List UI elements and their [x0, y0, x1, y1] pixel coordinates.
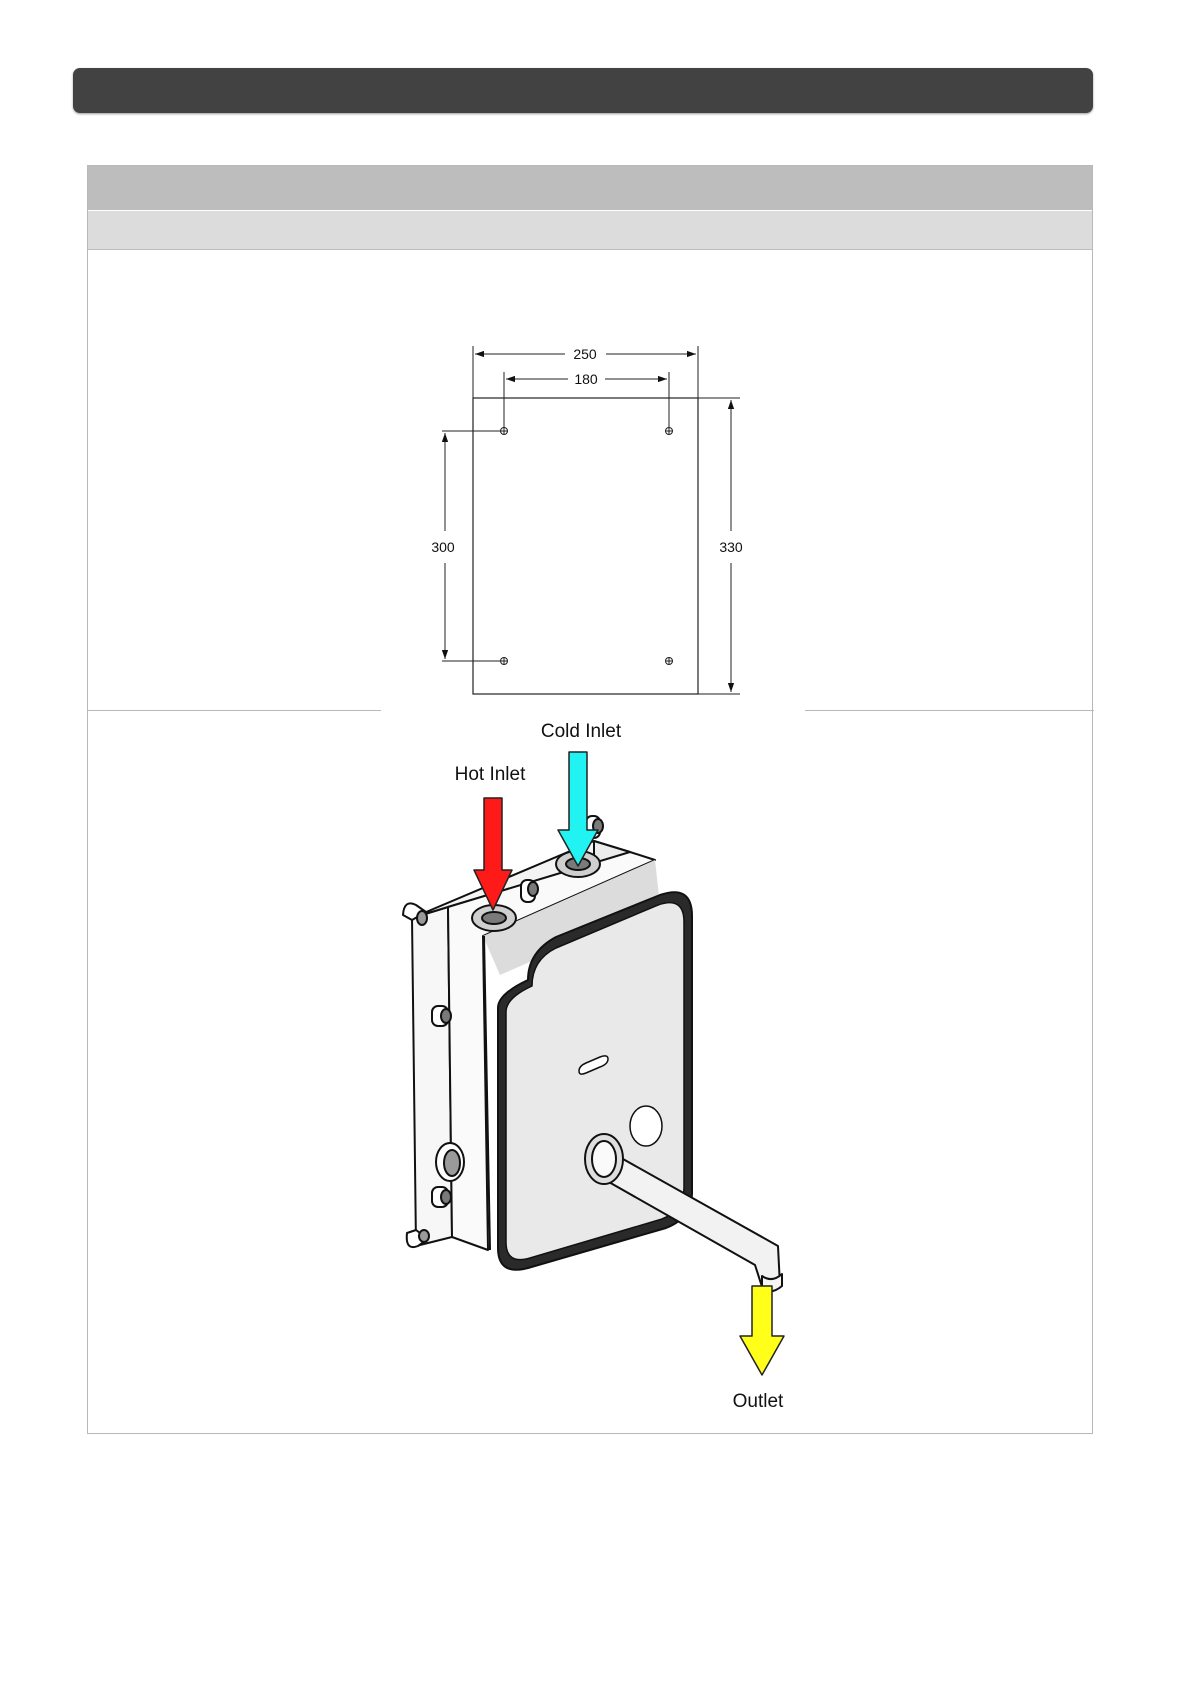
mounting-hole [500, 657, 508, 665]
side-boss [432, 1006, 451, 1026]
push-button [630, 1106, 662, 1146]
dim-label-overall-height: 330 [719, 539, 743, 555]
dim-label-overall-width: 250 [573, 346, 597, 362]
hot-inlet-label: Hot Inlet [455, 764, 526, 785]
mounting-holes [500, 427, 673, 665]
side-boss [432, 1187, 451, 1207]
side-port [436, 1143, 464, 1181]
top-boss [521, 880, 538, 902]
mounting-hole [665, 657, 673, 665]
mounting-hole [665, 427, 673, 435]
plate-outline [473, 398, 698, 694]
cold-inlet-label: Cold Inlet [541, 721, 622, 742]
outlet-arrow [740, 1286, 784, 1375]
dim-label-hole-spacing-height: 300 [431, 539, 455, 555]
mounting-hole [500, 427, 508, 435]
valve-box-illustration [403, 816, 782, 1293]
outlet-label: Outlet [733, 1391, 784, 1412]
mounting-dimension-drawing: 250 180 300 330 [431, 346, 743, 694]
dim-label-hole-spacing-width: 180 [574, 371, 598, 387]
